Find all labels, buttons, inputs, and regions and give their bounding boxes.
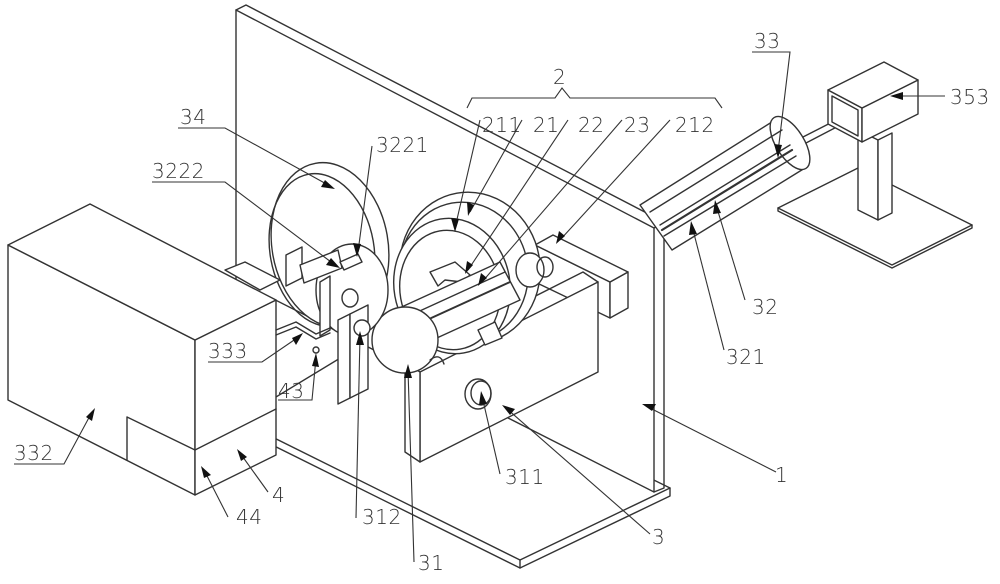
- label-3: 3: [652, 525, 665, 549]
- label-3222: 3222: [152, 159, 205, 183]
- label-33: 33: [754, 29, 780, 53]
- label-1: 1: [775, 463, 788, 487]
- cylinder-assembly: [639, 115, 811, 251]
- label-311: 311: [505, 465, 545, 489]
- label-23: 23: [624, 113, 650, 137]
- label-353: 353: [950, 85, 990, 109]
- label-4: 4: [272, 483, 285, 507]
- label-333: 333: [208, 339, 248, 363]
- label-312: 312: [362, 505, 402, 529]
- leader-lines: [14, 51, 945, 563]
- label-44: 44: [236, 505, 262, 529]
- sphere-31: [371, 306, 445, 374]
- label-3221: 3221: [376, 133, 429, 157]
- label-211: 211: [482, 113, 522, 137]
- label-212: 212: [675, 113, 715, 137]
- bracket-312: [337, 304, 371, 405]
- label-332: 332: [14, 441, 54, 465]
- label-34: 34: [180, 105, 206, 129]
- label-321: 321: [726, 345, 766, 369]
- label-43: 43: [278, 379, 304, 403]
- label-2: 2: [553, 65, 566, 89]
- label-21: 21: [533, 113, 559, 137]
- label-32: 32: [752, 295, 778, 319]
- box-332: [7, 203, 281, 496]
- label-31: 31: [418, 551, 444, 575]
- label-22: 22: [578, 113, 604, 137]
